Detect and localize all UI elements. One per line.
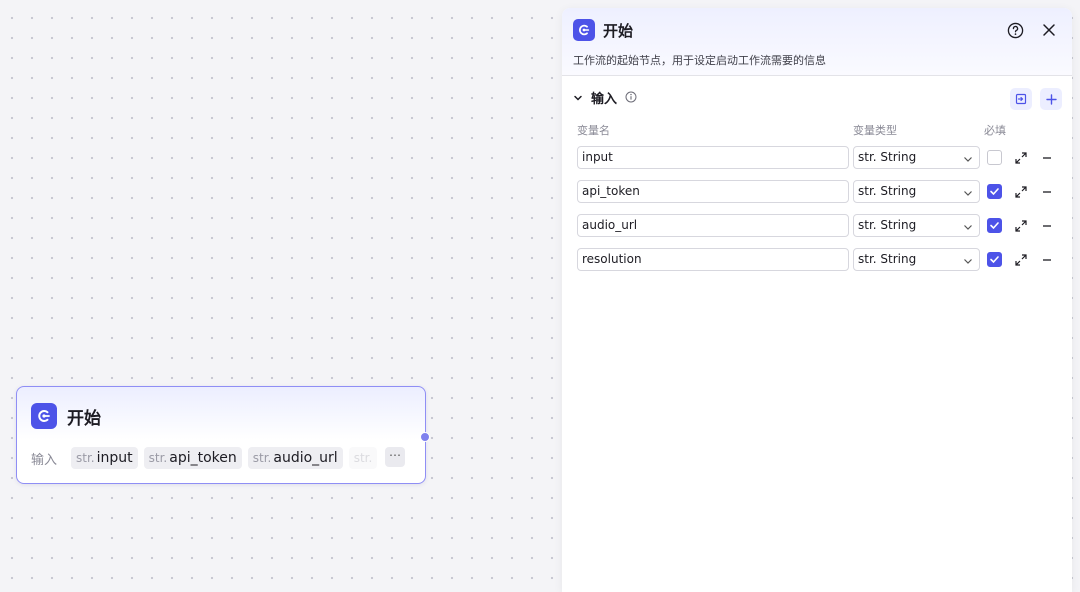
node-header: 开始 (31, 403, 101, 429)
start-node[interactable]: 开始 输入 str.input str.api_token str.audio_… (16, 386, 426, 484)
variable-type-select[interactable]: str. String (853, 214, 980, 237)
minus-icon[interactable] (1040, 184, 1054, 198)
panel-header: 开始 工作流的起始节点，用于设定启动工作流需要的信息 (562, 8, 1072, 76)
check-icon (990, 222, 999, 230)
param-tag: str.api_token (143, 447, 242, 469)
variable-type-select[interactable]: str. String (853, 248, 980, 271)
variable-row: api_token str. String (577, 180, 1067, 204)
chevron-down-icon[interactable] (573, 88, 583, 107)
help-icon[interactable] (1006, 21, 1024, 39)
variable-name-input[interactable]: resolution (577, 248, 849, 271)
node-settings-panel: 开始 工作流的起始节点，用于设定启动工作流需要的信息 输入 变量名 变量类型 必… (562, 8, 1072, 592)
minus-icon[interactable] (1040, 150, 1054, 164)
variable-type-value: str. String (858, 218, 917, 232)
variable-type-value: str. String (858, 252, 917, 266)
param-tag: str.audio_url (247, 447, 343, 469)
variable-name-input[interactable]: api_token (577, 180, 849, 203)
param-type: str. (252, 451, 272, 465)
plus-icon[interactable] (1040, 88, 1062, 110)
column-header-name: 变量名 (577, 124, 610, 137)
section-title: 输入 (591, 92, 618, 107)
param-name: input (96, 450, 133, 466)
node-title: 开始 (67, 408, 101, 429)
chevron-down-icon (962, 219, 974, 240)
variable-type-value: str. String (858, 150, 917, 164)
expand-icon[interactable] (1014, 218, 1028, 232)
param-tag: str.input (71, 447, 138, 469)
info-icon[interactable] (625, 88, 637, 107)
expand-icon[interactable] (1014, 252, 1028, 266)
variable-row: audio_url str. String (577, 214, 1067, 238)
param-tag-truncated: str. (348, 447, 378, 469)
expand-icon[interactable] (1014, 150, 1028, 164)
node-inputs: 输入 str.input str.api_token str.audio_url… (31, 447, 419, 469)
param-type: str. (76, 451, 95, 465)
variable-type-value: str. String (858, 184, 917, 198)
panel-title: 开始 (603, 21, 634, 40)
param-type: str. (148, 451, 168, 465)
variable-type-select[interactable]: str. String (853, 180, 980, 203)
column-header-required: 必填 (984, 124, 1006, 137)
check-icon (990, 188, 999, 196)
output-port[interactable] (420, 432, 430, 442)
input-section-header[interactable]: 输入 (573, 88, 637, 107)
required-checkbox[interactable] (987, 218, 1002, 233)
node-io-label: 输入 (31, 452, 58, 468)
variable-row: resolution str. String (577, 248, 1067, 272)
variable-name-input[interactable]: audio_url (577, 214, 849, 237)
chevron-down-icon (962, 151, 974, 172)
variable-type-select[interactable]: str. String (853, 146, 980, 169)
panel-title-row: 开始 (573, 19, 633, 41)
close-icon[interactable] (1040, 21, 1058, 39)
required-checkbox[interactable] (987, 252, 1002, 267)
chevron-down-icon (962, 185, 974, 206)
required-checkbox[interactable] (987, 150, 1002, 165)
param-name: api_token (169, 450, 237, 466)
minus-icon[interactable] (1040, 252, 1054, 266)
expand-icon[interactable] (1014, 184, 1028, 198)
minus-icon[interactable] (1040, 218, 1054, 232)
panel-description: 工作流的起始节点，用于设定启动工作流需要的信息 (573, 54, 826, 67)
required-checkbox[interactable] (987, 184, 1002, 199)
chevron-down-icon (962, 253, 974, 274)
check-icon (990, 256, 999, 264)
start-node-icon (31, 403, 57, 429)
more-params-button[interactable]: ⋯ (385, 447, 405, 467)
param-name: audio_url (273, 450, 338, 466)
import-icon[interactable] (1010, 88, 1032, 110)
variable-row: input str. String (577, 146, 1067, 170)
variable-name-input[interactable]: input (577, 146, 849, 169)
param-type: str. (353, 451, 373, 465)
start-node-icon (573, 19, 595, 41)
column-header-type: 变量类型 (853, 124, 897, 137)
